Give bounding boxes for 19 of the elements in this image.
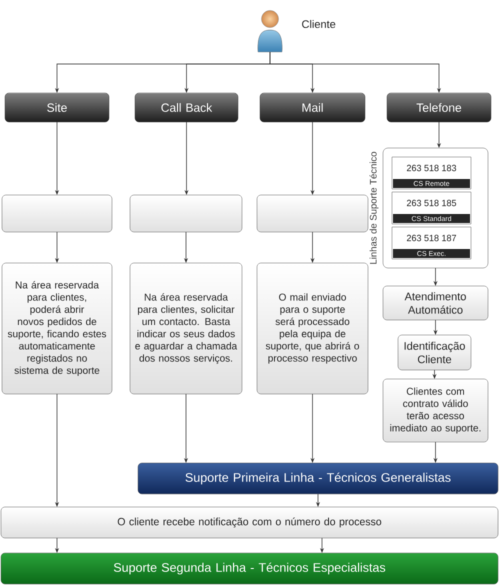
channel-button: Site xyxy=(4,92,110,122)
process-box: Atendimento Automático xyxy=(382,286,488,320)
channel-button: Call Back xyxy=(134,92,238,122)
channel-button: Mail xyxy=(260,92,366,122)
process-box: Na área reservada para clientes, solicitar um contacto. Basta indicar os seus dados e aguardar a chamada dos nossos serviços. xyxy=(130,262,242,394)
empty-box xyxy=(130,194,242,232)
empty-box xyxy=(256,194,368,232)
process-box: O mail enviado para o suporte será processado pela equipa de suporte, que abrirá o processo respectivo xyxy=(256,262,368,394)
channel-button: Telefone xyxy=(386,92,492,122)
person-label: Cliente xyxy=(302,20,336,28)
process-box: Na área reservada para clientes, poderá abrir novos pedidos de suporte, ficando estes automaticamente registados no sistema de suporte xyxy=(2,262,112,394)
notification-bar: O cliente recebe notificação com o número do processo xyxy=(0,506,498,538)
empty-box xyxy=(2,194,112,232)
panel-heading: Linhas de Suporte Técnico xyxy=(370,152,378,264)
support-bar: Suporte Segunda Linha - Técnicos Especialistas xyxy=(0,552,498,584)
process-box: Identificação Cliente xyxy=(398,334,472,370)
person-icon xyxy=(258,10,282,52)
process-box: Clientes com contrato válido terão acesso imediato ao suporte. xyxy=(382,378,488,442)
support-bar: Suporte Primeira Linha - Técnicos Generalistas xyxy=(138,462,498,494)
